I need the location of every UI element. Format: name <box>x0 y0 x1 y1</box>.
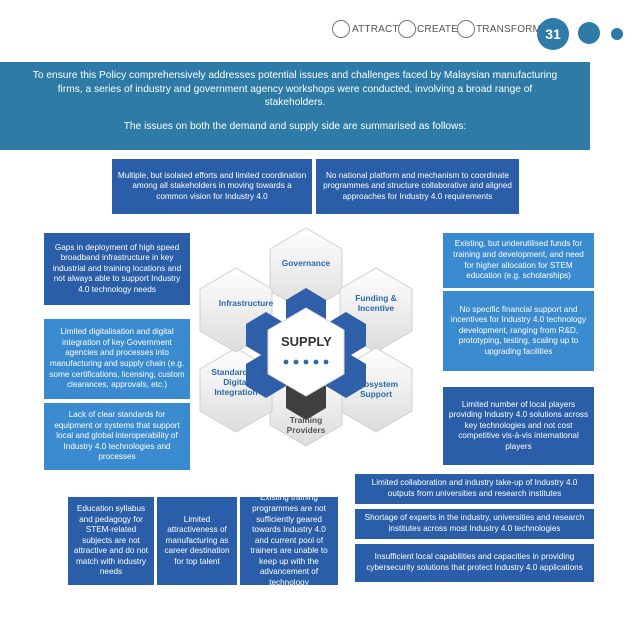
issue-box-right-1: Existing, but underutilised funds for tr… <box>443 233 594 288</box>
issue-box-left-2: Limited digitalisation and digital integ… <box>44 319 190 399</box>
issue-box-bottom-right-3: Insufficient local capabilities and capa… <box>355 544 594 582</box>
issue-box-left-3: Lack of clear standards for equipment or… <box>44 403 190 470</box>
intro-paragraph: To ensure this Policy comprehensively ad… <box>32 70 558 108</box>
decor-dot-large <box>578 22 600 44</box>
nav-attract[interactable]: ATTRACT <box>352 24 399 35</box>
nav-transform[interactable]: TRANSFORM <box>476 24 542 35</box>
issue-box-right-3: Limited number of local players providin… <box>443 387 594 465</box>
create-icon <box>398 20 416 38</box>
label-standards: Standards & Digital Integration <box>211 367 261 397</box>
transform-icon <box>457 20 475 38</box>
supply-title: SUPPLY <box>281 334 332 349</box>
label-infrastructure: Infrastructure <box>218 298 274 308</box>
page-header: ATTRACT CREATE TRANSFORM 31 <box>0 18 638 50</box>
label-training: Training Providers <box>286 415 326 435</box>
issue-box-top-2: No national platform and mechanism to co… <box>316 159 519 214</box>
supply-diagram: SUPPLY Governance Funding & Incentive Ec… <box>196 222 416 447</box>
nav-create[interactable]: CREATE <box>417 24 459 35</box>
issue-box-right-2: No specific financial support and incent… <box>443 291 594 371</box>
label-ecosystem: Ecosystem Support <box>353 379 399 399</box>
label-governance: Governance <box>281 258 331 268</box>
issue-box-bottom-right-2: Shortage of experts in the industry, uni… <box>355 509 594 539</box>
intro-summary: The issues on both the demand and supply… <box>123 120 467 132</box>
label-funding: Funding & Incentive <box>355 293 397 313</box>
hexagon-graphic <box>199 227 413 447</box>
hex-center <box>267 307 345 397</box>
attract-icon <box>332 20 350 38</box>
issue-box-left-1: Gaps in deployment of high speed broadba… <box>44 233 190 305</box>
issue-box-bottom-3: Existing training programmes are not suf… <box>240 493 338 587</box>
issue-box-bottom-right-1: Limited collaboration and industry take-… <box>355 474 594 504</box>
issue-box-bottom-1: Education syllabus and pedagogy for STEM… <box>68 497 154 585</box>
intro-band: To ensure this Policy comprehensively ad… <box>0 62 590 150</box>
page-number: 31 <box>537 18 569 50</box>
decor-dot-small <box>611 28 623 40</box>
supply-dots <box>283 359 329 365</box>
issue-box-top-1: Multiple, but isolated efforts and limit… <box>112 159 312 214</box>
issue-box-bottom-2: Limited attractiveness of manufacturing … <box>157 497 237 585</box>
